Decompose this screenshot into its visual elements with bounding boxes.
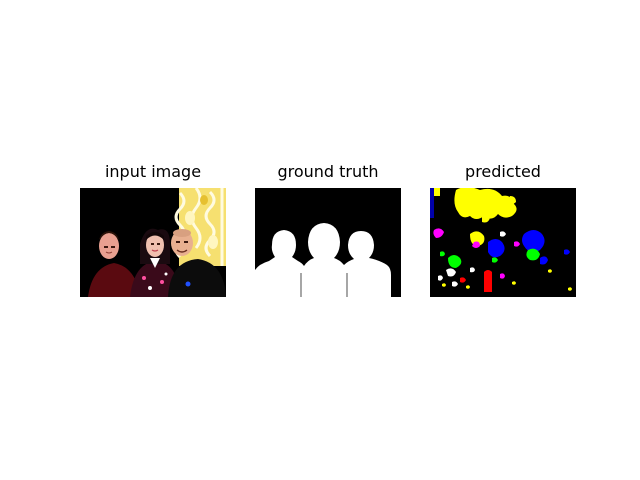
ground-truth-mask bbox=[255, 188, 401, 297]
input-image-title: input image bbox=[104, 162, 202, 181]
predicted-title: predicted bbox=[465, 162, 541, 181]
input-image bbox=[80, 188, 226, 297]
predicted-mask bbox=[430, 188, 576, 297]
ground-truth-title: ground truth bbox=[277, 162, 379, 181]
